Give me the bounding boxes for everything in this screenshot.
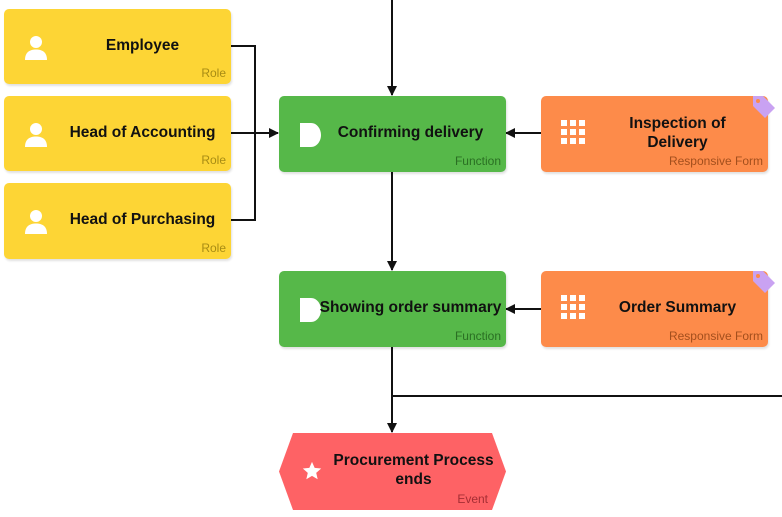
node-type: Role — [201, 241, 226, 255]
grid-icon — [561, 295, 585, 319]
role-node-head-of-accounting[interactable]: Head of Accounting Role — [4, 96, 231, 171]
node-label: Inspection of Delivery — [629, 115, 726, 151]
function-node-showing-order-summary[interactable]: Showing order summary Function — [279, 271, 506, 347]
event-shape — [279, 433, 506, 510]
node-type: Responsive Form — [668, 154, 763, 168]
user-icon — [25, 36, 47, 60]
play-icon — [300, 298, 321, 322]
tag-icon — [753, 271, 775, 293]
node-label: Order Summary — [618, 299, 737, 316]
node-label: Procurement Process ends — [333, 452, 494, 488]
tag-icon — [753, 96, 775, 118]
node-type: Event — [457, 492, 488, 506]
connector-purchasing-to-confirming — [231, 133, 256, 221]
node-type: Function — [454, 329, 501, 343]
node-type: Role — [201, 66, 226, 80]
node-label: Showing order summary — [319, 299, 502, 316]
star-icon — [302, 461, 322, 480]
function-node-confirming-delivery[interactable]: Confirming delivery Function — [279, 96, 506, 172]
role-node-employee[interactable]: Employee Role — [4, 9, 231, 84]
event-node-procurement-process-ends[interactable]: Procurement Process ends Event — [279, 433, 506, 510]
node-label: Head of Purchasing — [69, 211, 216, 228]
user-icon — [25, 210, 47, 234]
node-type: Role — [201, 153, 226, 167]
grid-icon — [561, 120, 585, 144]
node-type: Function — [454, 154, 501, 168]
node-label: Employee — [105, 37, 180, 54]
node-label: Confirming delivery — [337, 124, 484, 141]
role-node-head-of-purchasing[interactable]: Head of Purchasing Role — [4, 183, 231, 259]
node-type: Responsive Form — [668, 329, 763, 343]
play-icon — [300, 123, 321, 147]
user-icon — [25, 123, 47, 147]
node-label: Head of Accounting — [69, 124, 216, 141]
form-node-inspection-of-delivery[interactable]: Inspection of Delivery Responsive Form — [541, 96, 775, 172]
connector-employee-to-confirming — [231, 45, 256, 133]
form-node-order-summary[interactable]: Order Summary Responsive Form — [541, 271, 775, 347]
